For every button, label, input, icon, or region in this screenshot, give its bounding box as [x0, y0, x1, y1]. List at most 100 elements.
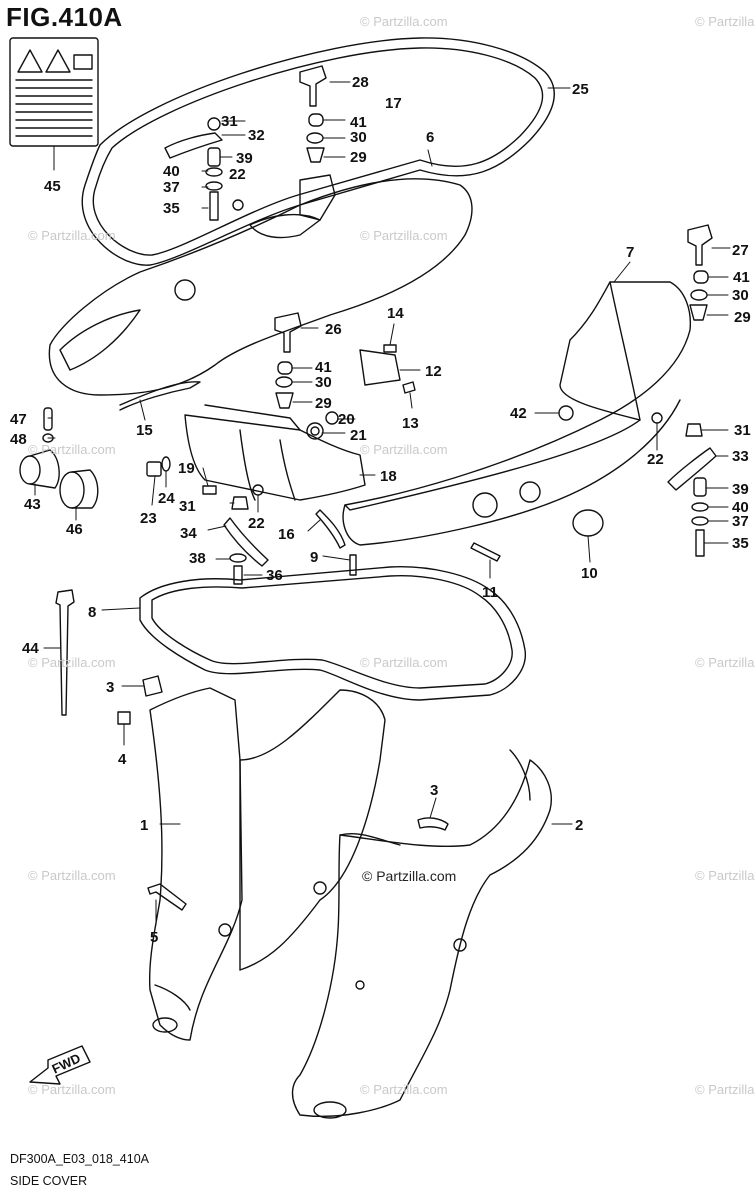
- callout-label: 22: [229, 166, 246, 183]
- watermark: © Partzilla.com: [360, 14, 448, 29]
- callout-label: 9: [310, 549, 318, 566]
- lever-34-part: [223, 517, 269, 567]
- fwd-arrow: [29, 1045, 91, 1085]
- callout-label: 43: [24, 496, 41, 513]
- callout-label: 40: [163, 163, 180, 180]
- callout-label: 2: [575, 817, 583, 834]
- callout-label: 6: [426, 129, 434, 146]
- callout-label: 15: [136, 422, 153, 439]
- callout-label: 24: [158, 490, 175, 507]
- callout-label: 22: [248, 515, 265, 532]
- callout-label: 18: [380, 468, 397, 485]
- callout-label: 11: [482, 584, 498, 601]
- callout-label: 4: [118, 751, 127, 768]
- grommet-41-a-part: [308, 113, 324, 127]
- figure-code: DF300A_E03_018_410A: [10, 1152, 150, 1166]
- screw-9-part: [349, 554, 357, 576]
- callout-label: 32: [248, 127, 265, 144]
- figure-name: SIDE COVER: [10, 1174, 88, 1188]
- callout-label: 25: [572, 81, 589, 98]
- bolt-5-part: [147, 883, 187, 911]
- watermark: © Partzilla.com: [28, 655, 116, 670]
- warning-label-part: [9, 37, 99, 147]
- callout-label: 38: [189, 550, 206, 567]
- clip-23-part: [146, 461, 162, 477]
- callout-label: 21: [350, 427, 367, 444]
- callout-label: 40: [732, 499, 749, 516]
- watermark: © Partzilla.com: [360, 442, 448, 457]
- nut-21-part: [310, 426, 320, 436]
- watermark: © Partzilla.com: [695, 868, 755, 883]
- callout-label: 37: [732, 513, 749, 530]
- washer-24-part: [161, 456, 171, 472]
- callout-label: 33: [732, 448, 749, 465]
- callout-label: 5: [150, 929, 158, 946]
- grommet-43-part: [19, 449, 60, 489]
- strap-16-part: [315, 509, 346, 549]
- callout-label: 29: [734, 309, 751, 326]
- washer-37-b-part: [691, 516, 709, 526]
- clip-3-b-part: [417, 817, 449, 831]
- callout-label: 27: [732, 242, 749, 259]
- bolt-22-b-part: [651, 412, 663, 424]
- nut-31-c-part: [231, 496, 249, 510]
- bolt-20-part: [325, 411, 339, 425]
- lever-32-part: [164, 117, 223, 159]
- collar-29-a-part: [306, 147, 325, 163]
- callout-label: 3: [106, 679, 114, 696]
- latch-pin-28-part: [299, 65, 327, 107]
- watermark: © Partzilla.com: [28, 442, 116, 457]
- callout-label: 46: [66, 521, 83, 538]
- lever-33-part: [667, 447, 717, 491]
- callout-label: 23: [140, 510, 157, 527]
- callout-label: 12: [425, 363, 442, 380]
- cable-tie-44-part: [55, 589, 75, 716]
- callout-label: 35: [163, 200, 180, 217]
- left-lower-cover-part: [148, 687, 386, 1041]
- bolt-35-b-part: [695, 529, 705, 557]
- callout-label: 39: [732, 481, 749, 498]
- plug-part: [572, 509, 604, 537]
- callout-label: 29: [350, 149, 367, 166]
- watermark: © Partzilla.com: [28, 1082, 116, 1097]
- wire-part: [119, 381, 201, 411]
- upper-side-cover-part: [48, 174, 473, 396]
- callout-label: 36: [266, 567, 283, 584]
- nut-31-b-part: [685, 423, 703, 437]
- callout-label: 30: [315, 374, 332, 391]
- callout-label: 10: [581, 565, 598, 582]
- lower-seal-ring-part: [139, 566, 526, 701]
- cap-42-part: [558, 405, 574, 421]
- callout-label: 1: [140, 817, 148, 834]
- callout-label: 8: [88, 604, 96, 621]
- callout-label: 7: [626, 244, 634, 261]
- figure-title: FIG.410A: [6, 2, 123, 32]
- callout-label: 44: [22, 640, 39, 657]
- fwd-label: FWD: [50, 1050, 83, 1076]
- callout-label: 20: [338, 411, 355, 428]
- washer-30-c-part: [275, 376, 293, 388]
- washer-37-a-part: [205, 181, 223, 191]
- callout-label: 30: [732, 287, 749, 304]
- watermark: © Partzilla.com: [28, 868, 116, 883]
- callout-label: 41: [350, 114, 367, 131]
- callout-label: 37: [163, 179, 180, 196]
- collar-29-c-part: [275, 392, 294, 409]
- callout-label: 30: [350, 129, 367, 146]
- callout-label: 3: [430, 782, 438, 799]
- bolt-36-part: [233, 565, 243, 585]
- clip-3-a-part: [142, 675, 163, 697]
- bracket-part: [184, 404, 366, 501]
- callout-label: 13: [402, 415, 419, 432]
- collar-39-b-part: [693, 477, 707, 497]
- callout-label: 28: [352, 74, 369, 91]
- callout-label: 45: [44, 178, 61, 195]
- bolt-22-a-part: [232, 199, 244, 211]
- bolt-4-part: [117, 711, 131, 725]
- callout-label: 17: [385, 95, 402, 112]
- bolt-19-part: [202, 485, 217, 495]
- callout-label: 31: [221, 113, 238, 130]
- washer-40-a-part: [205, 167, 223, 177]
- callout-label: 35: [732, 535, 749, 552]
